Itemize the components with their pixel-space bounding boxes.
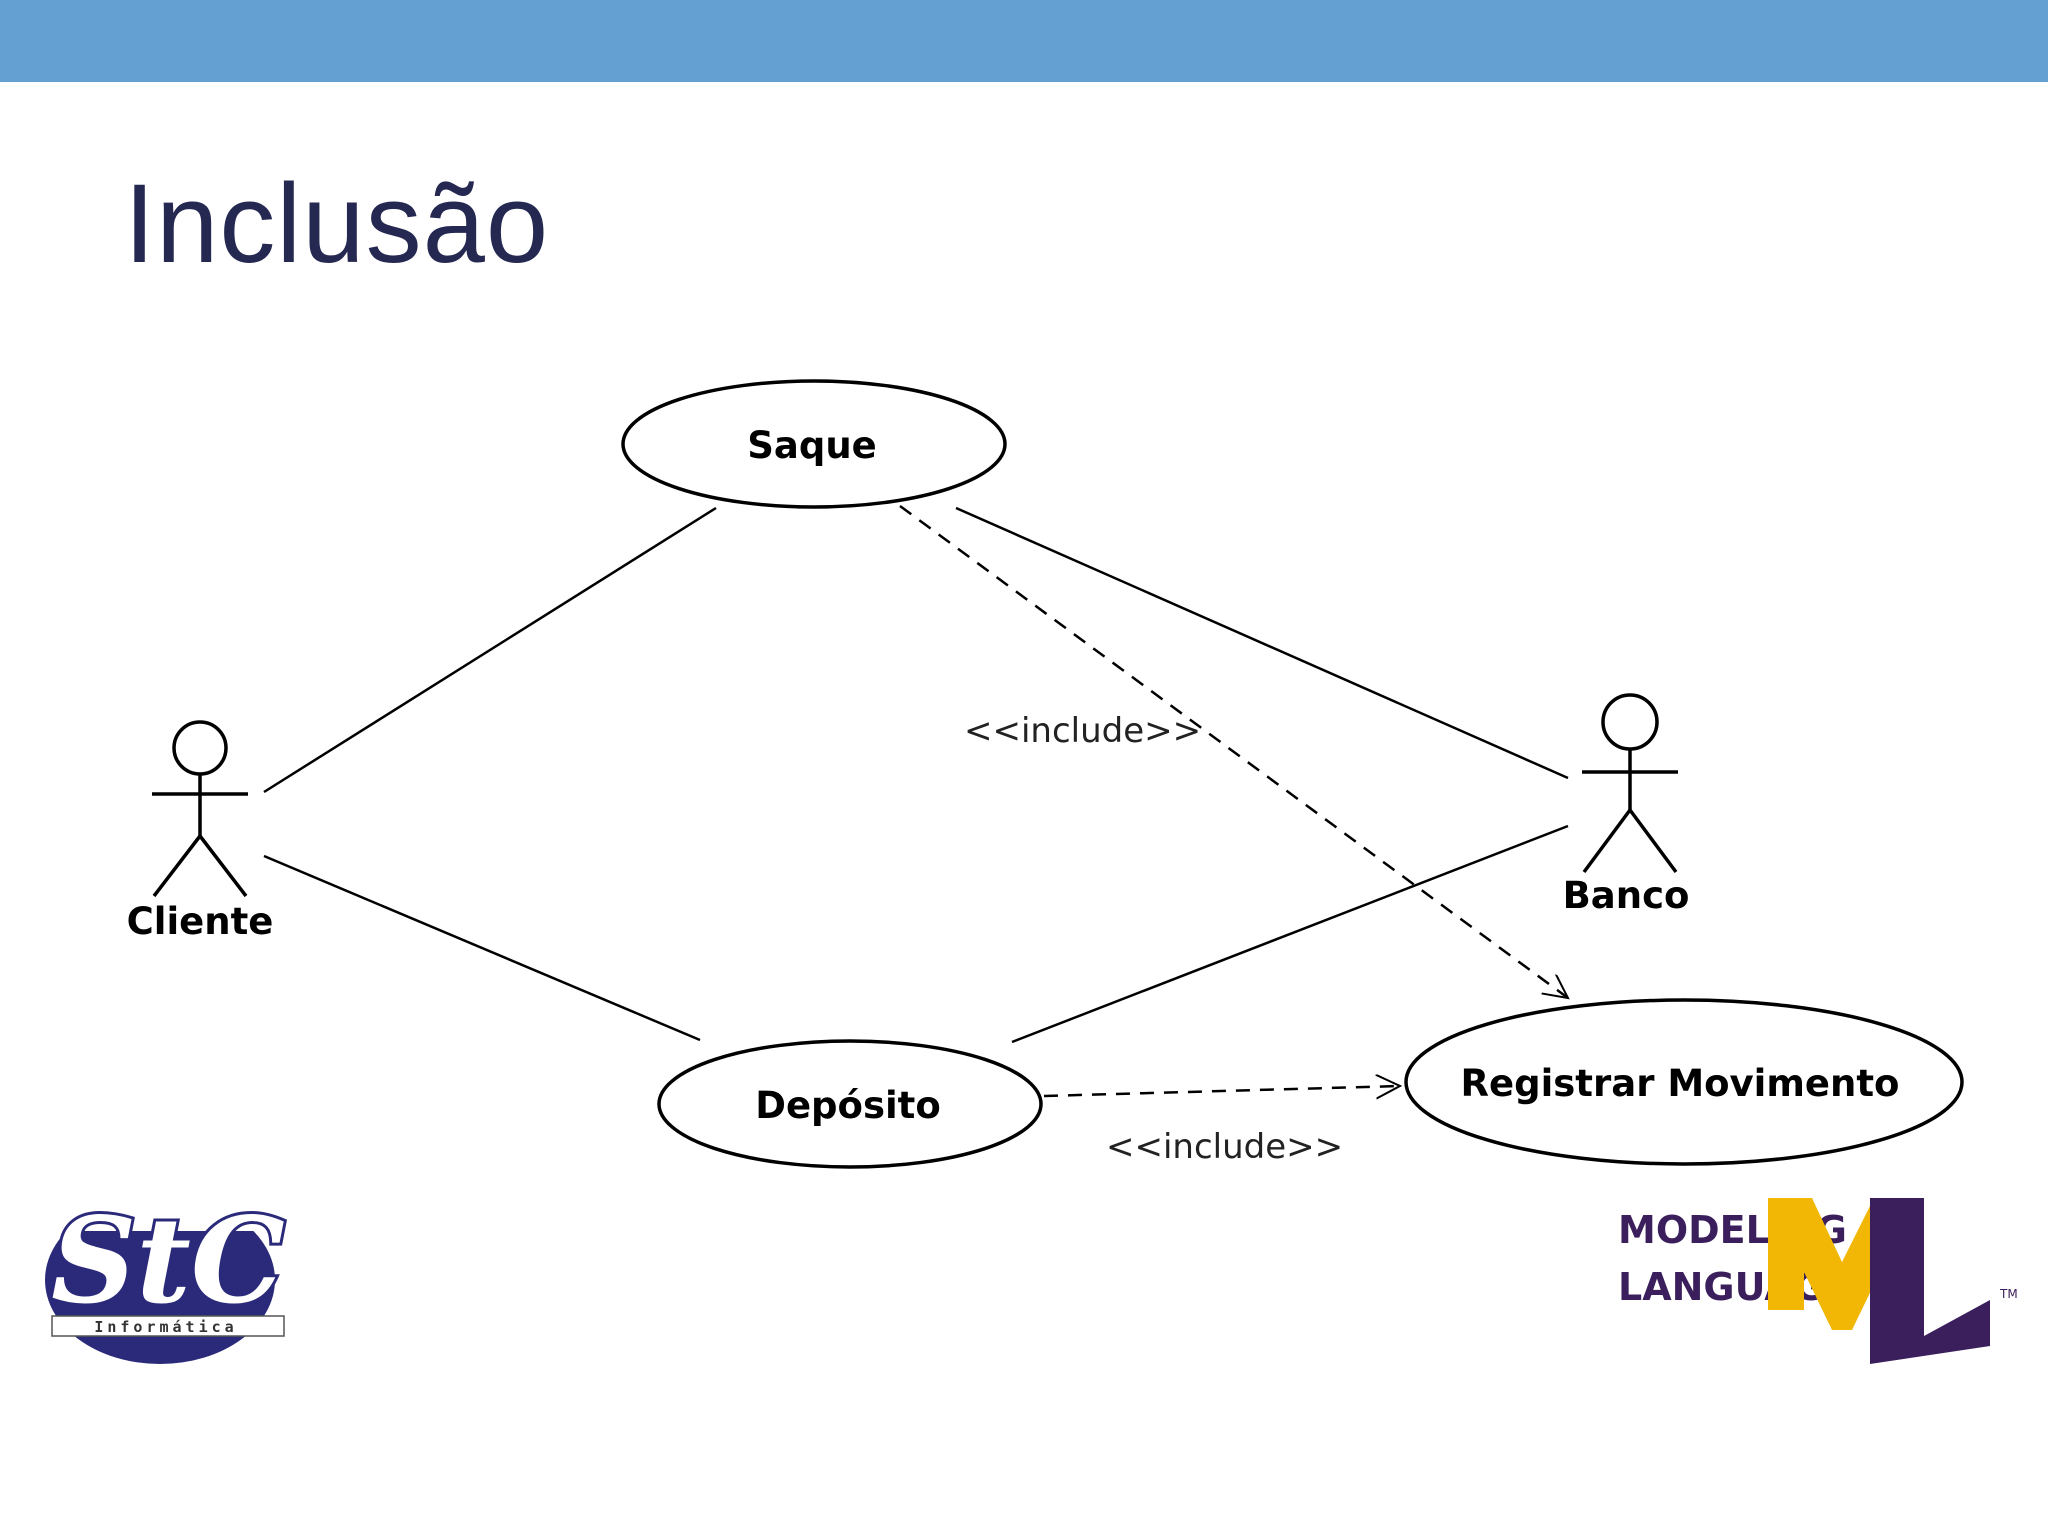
association-cliente-saque: [263, 506, 717, 794]
include-label-deposito: <<include>>: [1106, 1127, 1343, 1167]
association-banco-deposito: [1011, 824, 1569, 1044]
include-label-saque: <<include>>: [964, 711, 1201, 751]
include-deposito-registrar: [1043, 1086, 1400, 1096]
stc-logo-letters: StC: [51, 1191, 285, 1330]
use-case-deposito: Depósito: [657, 1039, 1043, 1169]
use-case-saque: Saque: [621, 379, 1007, 509]
uml-logo-l-shape: [1870, 1198, 1990, 1364]
uml-logo: MODELING LANGUAGE TM: [1618, 1198, 2018, 1364]
actor-banco: [1582, 693, 1678, 874]
association-banco-saque: [955, 506, 1569, 780]
use-case-label-registrar: Registrar Movimento: [1461, 1062, 1900, 1105]
include-saque-registrar: [899, 504, 1568, 998]
actor-label-cliente: Cliente: [127, 900, 274, 943]
top-accent-bar: [0, 0, 2048, 82]
use-case-registrar-movimento: Registrar Movimento: [1404, 998, 1964, 1166]
stc-logo: StC Informática: [45, 1176, 292, 1364]
actor-head: [172, 720, 228, 776]
stc-logo-subtext: Informática: [94, 1318, 237, 1336]
actor-head: [1601, 693, 1659, 751]
actor-cliente: [152, 720, 248, 898]
uml-logo-tm: TM: [1999, 1287, 2018, 1301]
use-case-label-saque: Saque: [747, 424, 877, 467]
slide-title: Inclusão: [124, 161, 550, 286]
use-case-label-deposito: Depósito: [755, 1084, 941, 1127]
actor-label-banco: Banco: [1563, 874, 1690, 917]
association-cliente-deposito: [263, 854, 701, 1042]
